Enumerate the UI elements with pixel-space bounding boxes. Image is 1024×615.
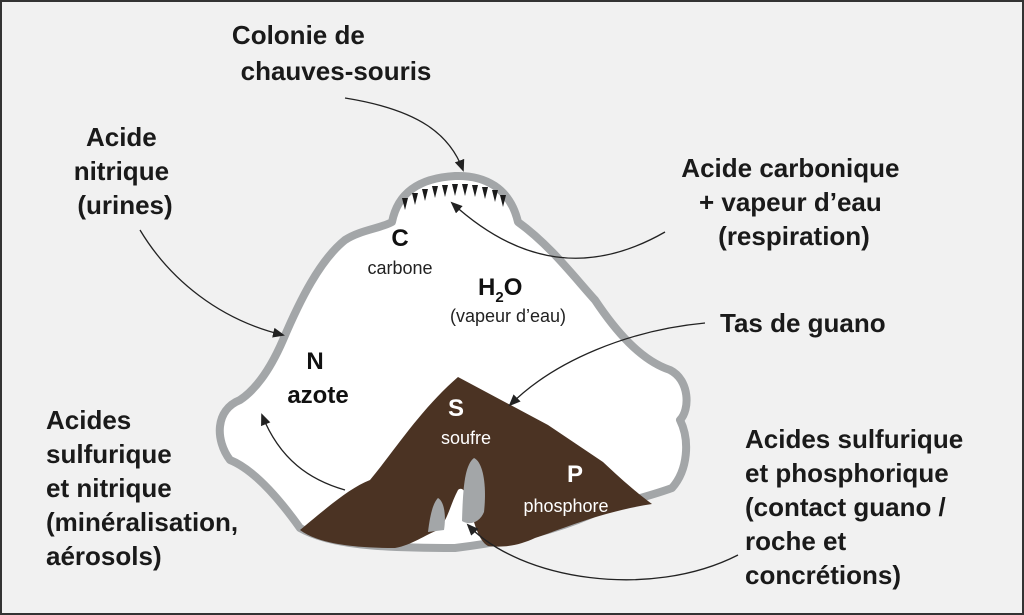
nitric-acid-label: Acide nitrique (urines) [74, 122, 177, 220]
phosphorus-symbol: P [567, 461, 583, 488]
sulfuric-phosphoric-label-line: roche et [745, 526, 846, 556]
sulfuric-phosphoric-label-line: (contact guano / [745, 492, 946, 522]
water-symbol: H2O [478, 274, 522, 306]
guano-pile-label: Tas de guano [720, 308, 886, 338]
bat-icon [402, 198, 408, 210]
nitric-acid-label-line: (urines) [77, 190, 172, 220]
nitric-acid-label-line: Acide [86, 122, 157, 152]
bat-icon [412, 193, 418, 205]
bat-icon [442, 185, 448, 197]
sulfuric-nitric-label-line: sulfurique [46, 439, 172, 469]
nitrogen-symbol: N [306, 348, 323, 375]
bat-colony-label-line: chauves-souris [241, 56, 432, 86]
phosphorus-name: phosphore [523, 496, 608, 516]
carbonic-acid-label-line: (respiration) [718, 221, 870, 251]
bat-icon [482, 187, 488, 199]
sulfuric-nitric-label-line: Acides [46, 405, 131, 435]
water-symbol-h: H [478, 274, 495, 301]
carbon-symbol: C [391, 225, 408, 252]
sulfuric-nitric-label-line: (minéralisation, [46, 507, 238, 537]
sulfuric-phosphoric-label-line: et phosphorique [745, 458, 949, 488]
sulfuric-phosphoric-acids-label: Acides sulfurique et phosphorique (conta… [745, 424, 970, 590]
nitric-acid-label-line: nitrique [74, 156, 169, 186]
carbon-name: carbone [367, 258, 432, 278]
bat-colony-label-line: Colonie de [232, 20, 365, 50]
carbonic-acid-label-line: Acide carbonique [681, 153, 899, 183]
rock-stalagmite-right [462, 458, 485, 524]
sulfuric-nitric-acids-label: Acides sulfurique et nitrique (minéralis… [46, 405, 245, 571]
arrow-bats [344, 97, 465, 172]
bat-icon [432, 186, 438, 198]
arrow-guano [508, 322, 706, 407]
arrow-sulfuric-nitric [261, 413, 346, 491]
bat-colony [402, 184, 506, 210]
bat-icon [452, 184, 458, 196]
sulfuric-nitric-label-line: et nitrique [46, 473, 172, 503]
sulfuric-phosphoric-label-line: Acides sulfurique [745, 424, 963, 454]
rock-stalagmite-left [428, 498, 445, 532]
arrow-sulfuric-phosphoric [466, 523, 739, 581]
carbonic-acid-label-line: + vapeur d’eau [699, 187, 882, 217]
sulfuric-nitric-label-line: aérosols) [46, 541, 162, 571]
sulfur-symbol: S [448, 395, 464, 422]
bat-icon [500, 195, 506, 207]
bat-icon [472, 185, 478, 197]
sulfuric-phosphoric-label-line: concrétions) [745, 560, 901, 590]
water-name: (vapeur d’eau) [450, 306, 566, 326]
water-symbol-o: O [504, 274, 523, 301]
bat-colony-label: Colonie de chauves-souris [232, 20, 431, 86]
bat-icon [492, 190, 498, 202]
carbonic-acid-label: Acide carbonique + vapeur d’eau (respira… [681, 153, 906, 251]
bat-icon [422, 189, 428, 201]
arrow-nitric [139, 229, 285, 338]
water-symbol-subscript: 2 [495, 289, 503, 306]
bat-icon [462, 184, 468, 196]
sulfur-name: soufre [441, 428, 491, 448]
nitrogen-name: azote [287, 382, 348, 409]
arrow-carbonic [450, 201, 666, 259]
